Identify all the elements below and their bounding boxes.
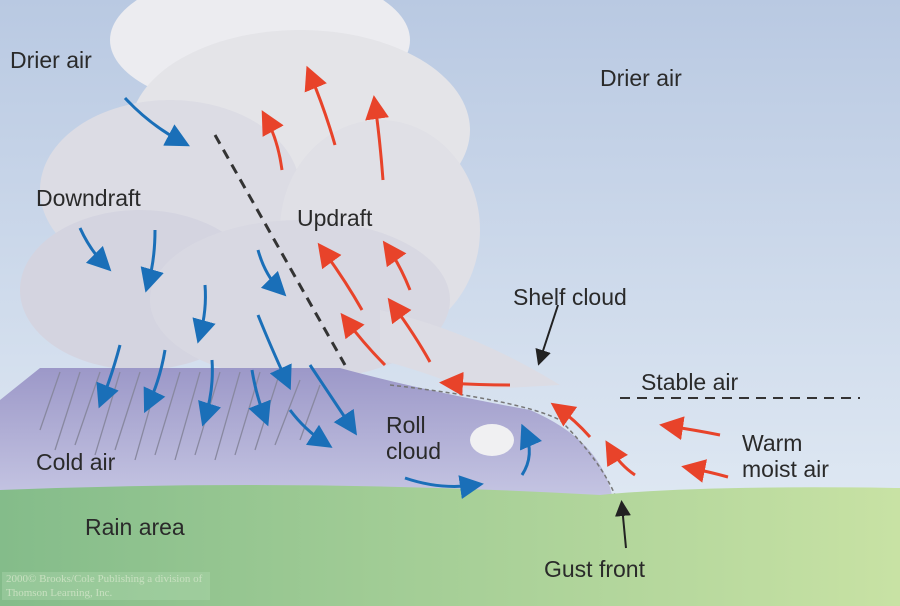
gust-front-pointer	[614, 500, 631, 549]
label-stable-air: Stable air	[641, 369, 739, 395]
ground	[0, 485, 900, 606]
label-rain-area: Rain area	[85, 514, 185, 540]
label-cold-air: Cold air	[36, 449, 116, 475]
label-warm-moist-air: Warm moist air	[742, 430, 829, 482]
label-roll-cloud: Roll cloud	[386, 412, 441, 464]
label-updraft: Updraft	[297, 205, 373, 231]
copyright-notice: 2000© Brooks/Cole Publishing a division …	[2, 572, 210, 600]
downdraft-arrows	[78, 96, 542, 499]
roll-cloud-shape	[470, 424, 514, 456]
updraft-arrows	[261, 65, 729, 483]
label-drier-air-right: Drier air	[600, 65, 682, 91]
label-downdraft: Downdraft	[36, 185, 141, 211]
shelf-cloud-pointer	[535, 304, 559, 366]
label-drier-air-left: Drier air	[10, 47, 92, 73]
label-gust-front: Gust front	[544, 556, 645, 582]
label-shelf-cloud: Shelf cloud	[513, 284, 627, 310]
